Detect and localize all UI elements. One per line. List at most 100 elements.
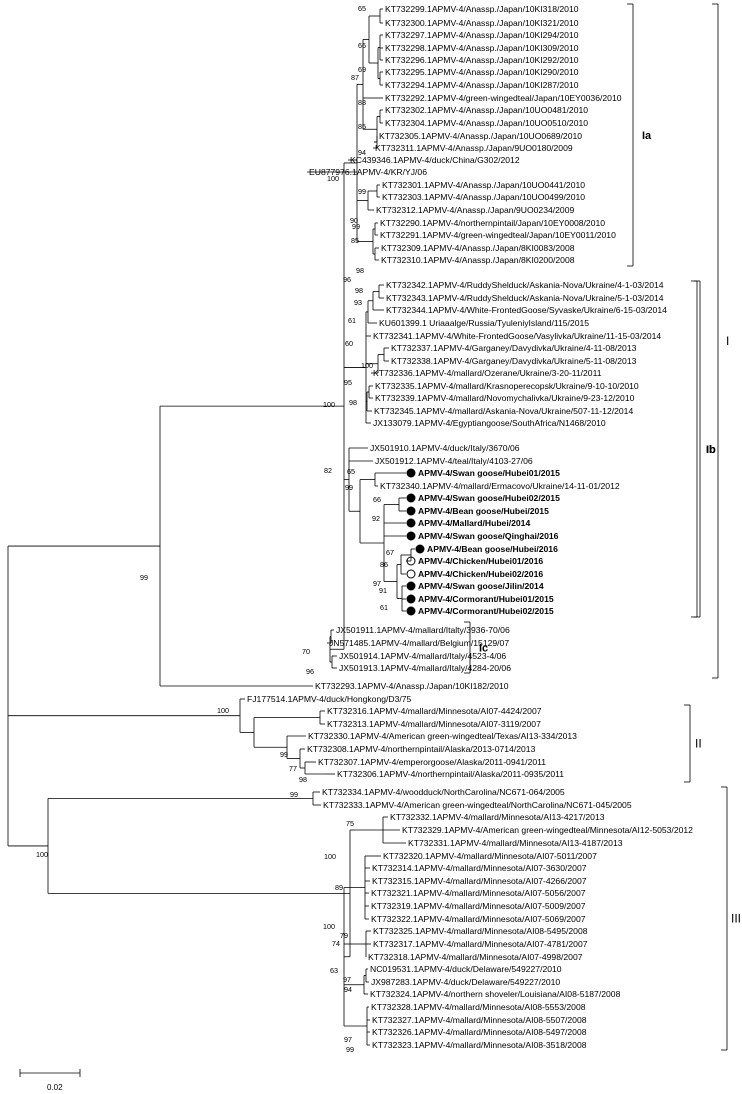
leaf-label: KT732317.1APMV-4/mallard/Minnesota/AI07-… xyxy=(373,939,588,949)
leaf-label: JX501914.1APMV-4/mallard/Italy/4523-4/06 xyxy=(339,651,506,661)
leaf-label: KT732326.1APMV-4/mallard/Minnesota/AI08-… xyxy=(372,1027,587,1037)
bootstrap-value: 75 xyxy=(346,819,354,828)
leaf-label: KT732324.1APMV-4/northern shoveler/Louis… xyxy=(370,989,621,999)
leaf-label: JX501913.1APMV-4/mallard/Italy/4284-20/0… xyxy=(339,663,511,673)
bootstrap-value: 98 xyxy=(349,398,357,407)
leaf-label: APMV-4/Cormorant/Hubei02/2015 xyxy=(418,606,554,616)
leaf-label: APMV-4/Bean goose/Hubei/2015 xyxy=(418,506,549,516)
leaf-label: JX501911.1APMV-4/mallard/Italty/3936-70/… xyxy=(336,625,510,635)
bootstrap-value: 98 xyxy=(355,286,363,295)
leaf-label: EU877976.1APMV-4/KR/YJ/06 xyxy=(309,167,427,177)
leaf-label: KT732338.1APMV-4/Garganey/Davydivka/Ukra… xyxy=(391,356,637,366)
bootstrap-value: 61 xyxy=(348,316,356,325)
leaf-label: KT732301.1APMV-4/Anassp./Japan/10UO0441/… xyxy=(382,180,585,190)
leaf-label: KT732306.1APMV-4/northernpintail/Alaska/… xyxy=(337,769,564,779)
open-circle-marker xyxy=(406,569,416,579)
bootstrap-value: 95 xyxy=(344,378,352,387)
filled-circle-marker xyxy=(406,581,416,591)
bootstrap-value: 61 xyxy=(380,603,388,612)
leaf-label: KT732305.1APMV-4/Anassp./Japan/10UO0689/… xyxy=(379,131,582,141)
leaf-label: KT732307.1APMV-4/emperorgoose/Alaska/201… xyxy=(318,757,546,767)
leaf-label: KT732333.1APMV-4/American green-wingedte… xyxy=(323,800,632,810)
bootstrap-value: 70 xyxy=(302,647,310,656)
bootstrap-value: 100 xyxy=(217,706,229,715)
bootstrap-value: 63 xyxy=(330,966,338,975)
filled-circle-marker xyxy=(406,594,416,604)
leaf-label: APMV-4/Swan goose/Hubei02/2015 xyxy=(418,493,560,503)
bootstrap-value: 92 xyxy=(372,514,380,523)
clade-label-ic: Ic xyxy=(479,643,488,655)
leaf-label: KT732299.1APMV-4/Anassp./Japan/10KI318/2… xyxy=(385,4,579,14)
bootstrap-value: 99 xyxy=(140,573,148,582)
clade-label-ib: Ib xyxy=(706,444,716,456)
leaf-label: KT732290.1APMV-4/northernpintail/Japan/1… xyxy=(380,218,605,228)
leaf-label: JN571485.1APMV-4/mallard/Belgium/15129/0… xyxy=(329,638,509,648)
clade-label-ii: II xyxy=(695,737,702,751)
leaf-label: KT732342.1APMV-4/RuddyShelduck/Askania-N… xyxy=(386,280,664,290)
leaf-label: KT732322.1APMV-4/mallard/Minnesota/AI07-… xyxy=(371,914,586,924)
leaf-label: APMV-4/Swan goose/Hubei01/2015 xyxy=(418,468,560,478)
bootstrap-value: 65 xyxy=(347,467,355,476)
leaf-label: KT732303.1APMV-4/Anassp./Japan/10UO0499/… xyxy=(382,192,585,202)
bootstrap-value: 100 xyxy=(323,922,335,931)
leaf-label: KT732291.1APMV-4/green-wingedteal/Japan/… xyxy=(380,230,616,240)
leaf-label: KT732297.1APMV-4/Anassp./Japan/10KI294/2… xyxy=(385,30,579,40)
leaf-label: JX987283.1APMV-4/duck/Delaware/549227/20… xyxy=(371,977,560,987)
leaf-label: KT732300.1APMV-4/Anassp./Japan/10KI321/2… xyxy=(385,18,579,28)
filled-circle-marker xyxy=(406,506,416,516)
bootstrap-value: 66 xyxy=(358,41,366,50)
bootstrap-value: 94 xyxy=(344,985,352,994)
bootstrap-value: 94 xyxy=(358,148,366,157)
leaf-label: APMV-4/Chicken/Hubei01/2016 xyxy=(418,556,543,566)
bootstrap-value: 85 xyxy=(358,122,366,131)
leaf-label: KT732345.1APMV-4/mallard/Askania-Nova/Uk… xyxy=(374,406,633,416)
bootstrap-value: 100 xyxy=(36,850,48,859)
bootstrap-value: 74 xyxy=(332,939,340,948)
bootstrap-value: 100 xyxy=(327,174,339,183)
leaf-label: KT732328.1APMV-4/mallard/Minnesota/AI08-… xyxy=(371,1002,586,1012)
bootstrap-value: 99 xyxy=(358,187,366,196)
filled-circle-marker xyxy=(406,531,416,541)
leaf-label: KT732331.1APMV-4/mallard/Minnesota/AI13-… xyxy=(408,838,623,848)
bootstrap-value: 60 xyxy=(345,339,353,348)
leaf-label: APMV-4/Chicken/Hubei02/2016 xyxy=(418,569,543,579)
leaf-label: KT732337.1APMV-4/Garganey/Davydivka/Ukra… xyxy=(391,343,637,353)
leaf-label: KT732296.1APMV-4/Anassp./Japan/10KI292/2… xyxy=(385,55,579,65)
bootstrap-value: 98 xyxy=(299,775,307,784)
leaf-label: JX501912.1APMV-4/teal/Italy/4103-27/06 xyxy=(375,456,533,466)
leaf-label: KT732312.1APMV-4/Anassp./Japan/9UO0234/2… xyxy=(376,205,574,215)
leaf-label: KT732293.1APMV-4/Anassp./Japan/10KI182/2… xyxy=(315,681,509,691)
leaf-label: KT732335.1APMV-4/mallard/Krasnoperecopsk… xyxy=(375,381,639,391)
bootstrap-value: 66 xyxy=(373,495,381,504)
bootstrap-value: 77 xyxy=(289,764,297,773)
leaf-label: KT732308.1APMV-4/northernpintail/Alaska/… xyxy=(307,744,536,754)
bootstrap-value: 82 xyxy=(324,466,332,475)
clade-label-iii: III xyxy=(731,912,741,926)
bootstrap-value: 85 xyxy=(351,236,359,245)
filled-circle-marker xyxy=(415,544,425,554)
leaf-label: KT732327.1APMV-4/mallard/Minnesota/AI08-… xyxy=(372,1015,587,1025)
bootstrap-value: 99 xyxy=(290,790,298,799)
leaf-label: KT732329.1APMV-4/American green-wingedte… xyxy=(402,825,693,835)
filled-circle-marker xyxy=(406,518,416,528)
leaf-label: KT732311.1APMV-4/Anassp./Japan/9UO0180/2… xyxy=(375,143,573,153)
leaf-label: KT732332.1APMV-4/mallard/Minnesota/AI13-… xyxy=(390,812,605,822)
bootstrap-value: 100 xyxy=(361,361,373,370)
leaf-label: KT732319.1APMV-4/mallard/Minnesota/AI07-… xyxy=(371,901,586,911)
leaf-label: KT732318.1APMV-4/mallard/Minnesota/AI07-… xyxy=(368,952,583,962)
leaf-label: KT732320.1APMV-4/mallard/Minnesota/AI07-… xyxy=(383,851,597,861)
leaf-label: KT732304.1APMV-4/Anassp./Japan/10UO0510/… xyxy=(385,118,588,128)
filled-circle-marker xyxy=(406,493,416,503)
leaf-label: JX501910.1APMV-4/duck/Italy/3670/06 xyxy=(370,443,520,453)
filled-circle-marker xyxy=(406,468,416,478)
bootstrap-value: 97 xyxy=(344,1035,352,1044)
leaf-label: KT732323.1APMV-4/mallard/Minnesota/AI08-… xyxy=(372,1040,587,1050)
leaf-label: KT732343.1APMV-4/RuddyShelduck/Askania-N… xyxy=(386,293,664,303)
bootstrap-value: 65 xyxy=(358,4,366,13)
filled-circle-marker xyxy=(406,606,416,616)
clade-label-i: I xyxy=(726,334,729,348)
leaf-label: KT732313.1APMV-4/mallard/Minnesota/AI07-… xyxy=(327,719,541,729)
leaf-label: KT732321.1APMV-4/mallard/Minnesota/AI07-… xyxy=(371,888,586,898)
leaf-label: KT732309.1APMV-4/Anassp./Japan/8KI0083/2… xyxy=(381,243,575,253)
